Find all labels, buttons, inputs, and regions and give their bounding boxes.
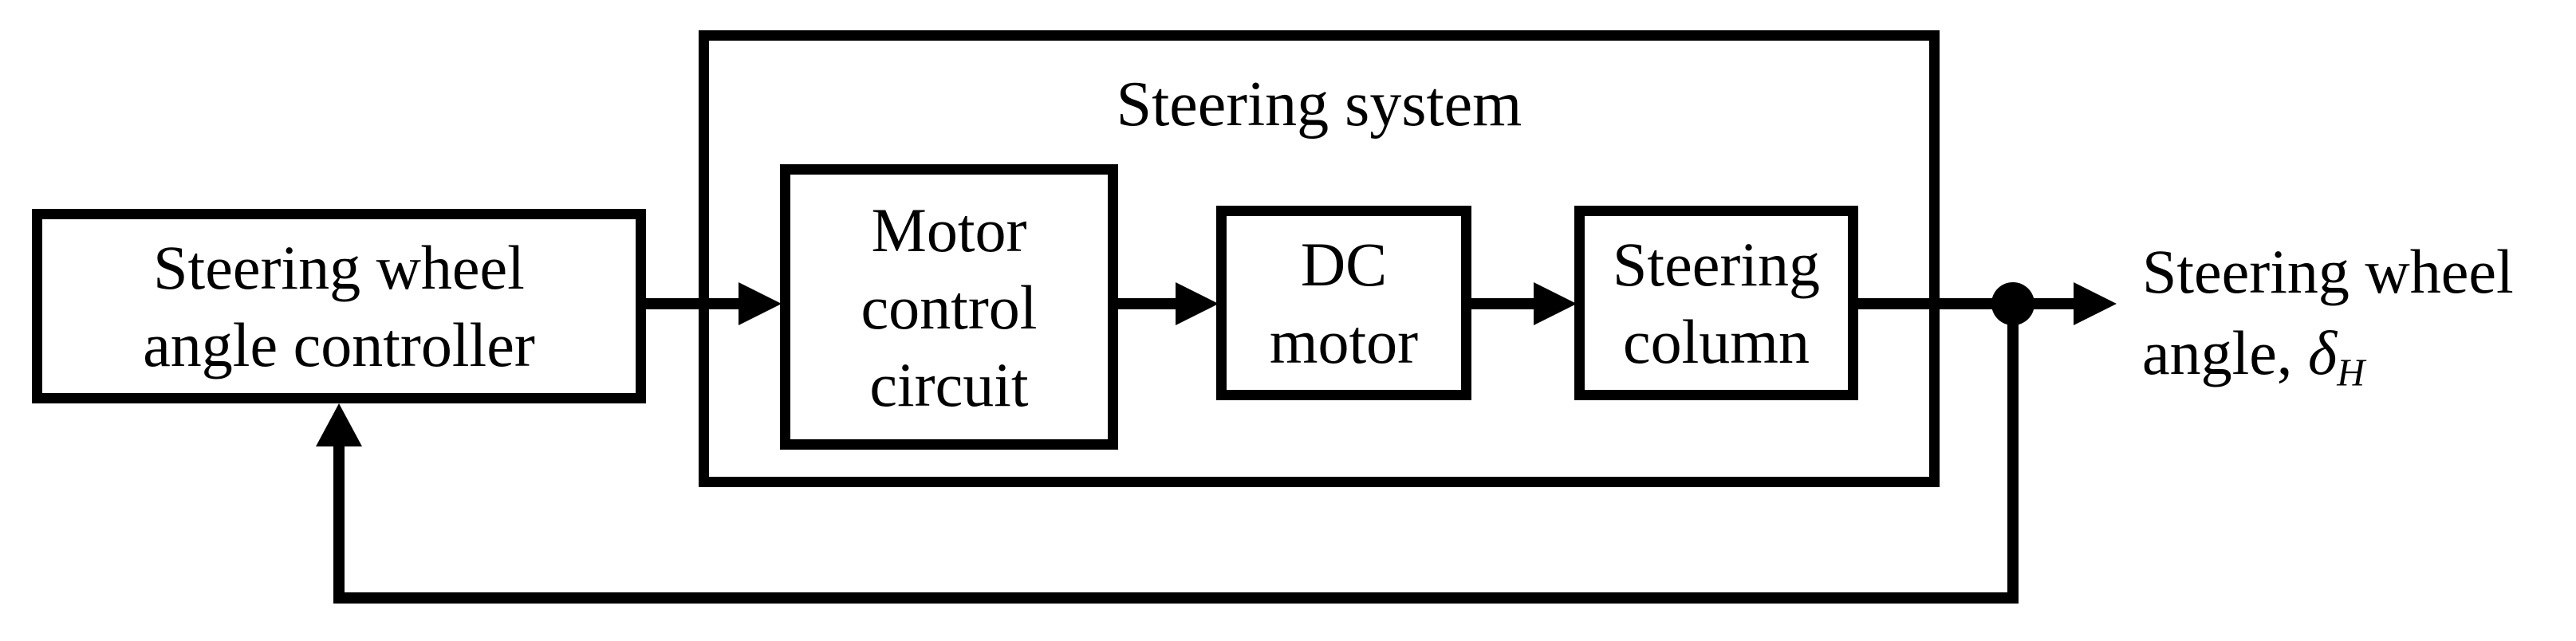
output-line xyxy=(1857,298,2075,309)
arrow-controller-to-motor-circuit-line xyxy=(643,298,740,309)
steering-system-title: Steering system xyxy=(1116,69,1522,140)
delta-symbol: δ xyxy=(2307,318,2338,387)
motor-control-circuit-block: Motor control circuit xyxy=(780,164,1118,450)
motor-control-circuit-label-line3: circuit xyxy=(869,349,1029,419)
motor-control-circuit-label-line1: Motor xyxy=(871,195,1027,265)
arrow-dc-motor-to-steering-column-head-icon xyxy=(1534,282,1577,325)
feedback-arrow-head-icon xyxy=(316,403,362,446)
arrow-motor-circuit-to-dc-motor-line xyxy=(1115,298,1177,309)
output-label: Steering wheel angle, δH xyxy=(2142,231,2514,415)
steering-column-label-line2: column xyxy=(1623,307,1810,376)
steering-column-block: Steering column xyxy=(1574,206,1858,400)
feedback-line-bottom-horizontal xyxy=(333,592,2019,604)
controller-label-line1: Steering wheel xyxy=(153,233,525,302)
delta-subscript: H xyxy=(2337,352,2365,395)
dc-motor-label-line2: motor xyxy=(1269,307,1419,376)
controller-label-line2: angle controller xyxy=(143,310,535,379)
output-label-line1: Steering wheel xyxy=(2142,237,2514,306)
arrow-controller-to-motor-circuit-head-icon xyxy=(739,282,782,325)
motor-control-circuit-label-line2: control xyxy=(861,272,1038,342)
output-arrow-head-icon xyxy=(2074,282,2117,325)
dc-motor-block: DC motor xyxy=(1216,206,1471,400)
output-label-line2: angle, δH xyxy=(2142,313,2514,415)
steering-wheel-angle-controller-block: Steering wheel angle controller xyxy=(32,209,646,403)
feedback-line-right-vertical xyxy=(2007,304,2019,604)
feedback-line-left-vertical xyxy=(333,443,345,604)
dc-motor-label-line1: DC xyxy=(1300,230,1388,299)
arrow-dc-motor-to-steering-column-line xyxy=(1470,298,1535,309)
steering-column-label-line1: Steering xyxy=(1613,230,1820,299)
arrow-motor-circuit-to-dc-motor-head-icon xyxy=(1176,282,1219,325)
output-label-line2-prefix: angle, xyxy=(2142,318,2308,387)
